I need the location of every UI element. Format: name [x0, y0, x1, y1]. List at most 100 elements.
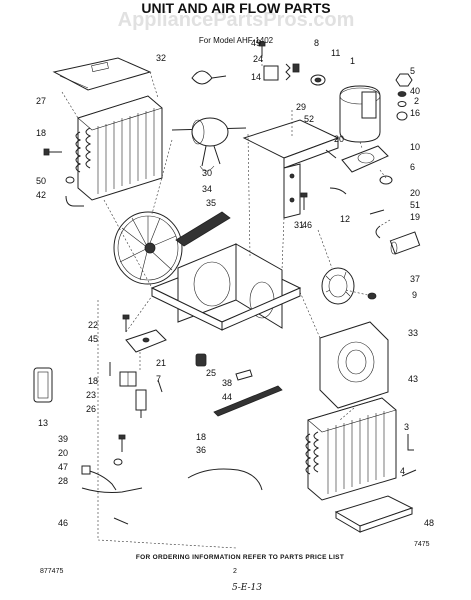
part-screw-18-left	[43, 148, 62, 156]
callout-1: 1	[350, 56, 355, 66]
drawing-number: 7475	[414, 541, 430, 548]
part-spring-24	[191, 70, 227, 85]
callout-12: 12	[340, 214, 350, 224]
callout-25: 25	[206, 368, 216, 378]
callout-27: 27	[36, 96, 46, 106]
callout-11: 11	[331, 48, 340, 58]
callout-46-lower: 46	[58, 518, 68, 528]
part-washer-20-lower	[113, 458, 123, 466]
callout-46-center: 46	[302, 220, 312, 230]
part-fan-blade	[113, 211, 183, 285]
callout-40: 40	[410, 86, 420, 96]
part-screw-4	[401, 469, 417, 477]
callout-23: 23	[86, 390, 96, 400]
callout-9: 9	[412, 290, 417, 300]
part-seal-strip	[175, 211, 231, 247]
part-spring-8	[285, 63, 300, 81]
part-block-14	[263, 65, 279, 81]
callout-8: 8	[314, 38, 319, 48]
page-number: 2	[233, 568, 237, 575]
callout-2: 2	[414, 96, 419, 106]
part-screw-46-center	[300, 192, 308, 210]
callout-31: 31	[294, 220, 304, 230]
part-hub-9	[367, 292, 377, 300]
callout-34: 34	[202, 184, 212, 194]
callout-18-left: 18	[36, 128, 46, 138]
part-fitting-11	[310, 74, 326, 86]
part-washer-40	[397, 91, 407, 97]
callout-35: 35	[206, 198, 216, 208]
part-screw-20-top	[325, 149, 337, 159]
callout-47: 47	[58, 462, 68, 472]
part-fan-motor	[171, 117, 247, 172]
part-capacitor-19	[389, 231, 421, 255]
callout-19: 19	[410, 212, 420, 222]
part-tube-12	[329, 187, 347, 195]
part-strap-51	[375, 225, 381, 239]
callout-3: 3	[404, 422, 409, 432]
callout-18-lower: 18	[88, 376, 98, 386]
callout-24: 24	[253, 54, 263, 64]
part-screw-20-right	[369, 209, 385, 215]
part-grommet-16	[396, 111, 408, 121]
callout-21: 21	[156, 358, 166, 368]
callout-20-lower: 20	[58, 448, 68, 458]
callout-5: 5	[410, 66, 415, 76]
part-clip-38	[235, 369, 253, 381]
part-nut-5	[395, 73, 413, 87]
part-grommet-6	[379, 175, 393, 185]
callout-44: 44	[222, 392, 232, 402]
part-clip-3	[407, 434, 414, 451]
part-top-cover	[52, 57, 152, 91]
part-screw-22	[122, 314, 130, 332]
callout-42: 42	[36, 190, 46, 200]
callout-13: 13	[38, 418, 48, 428]
callout-22: 22	[88, 320, 98, 330]
callout-20-right: 20	[410, 188, 420, 198]
callout-26: 26	[86, 404, 96, 414]
callout-7: 7	[156, 374, 161, 384]
callout-29: 29	[296, 102, 306, 112]
callout-49: 49	[251, 38, 261, 48]
callout-38: 38	[222, 378, 232, 388]
part-tube-42	[65, 195, 84, 207]
callout-4: 4	[400, 466, 405, 476]
part-compressor-can	[339, 85, 381, 143]
callout-48: 48	[424, 518, 434, 528]
callout-28: 28	[58, 476, 68, 486]
watermark: AppliancePartsPros.com	[118, 9, 355, 31]
callout-32: 32	[156, 53, 166, 63]
part-tube-36	[187, 468, 263, 491]
part-mount-plate	[341, 145, 389, 173]
callout-18-bottom: 18	[196, 432, 206, 442]
part-harness-28	[81, 487, 143, 493]
part-rod-44	[213, 385, 283, 417]
callout-labels: 49 8 11 24 14 1 5 40 2 16 32 27 18 50 42…	[36, 38, 434, 528]
part-condenser-coil	[75, 95, 163, 201]
part-shaft-26	[135, 389, 147, 418]
part-screw-39	[118, 434, 126, 452]
callout-16: 16	[410, 108, 420, 118]
callout-37: 37	[410, 274, 420, 284]
callout-50: 50	[36, 176, 46, 186]
callout-33: 33	[408, 328, 418, 338]
model-line: For Model AHF-1402	[199, 36, 274, 45]
callout-6: 6	[410, 162, 415, 172]
part-control-bracket	[242, 110, 340, 219]
document-number: 877475	[40, 568, 63, 575]
part-screw-46-lower	[113, 517, 129, 525]
part-drain-tray	[334, 495, 414, 533]
callout-10: 10	[410, 142, 420, 152]
callout-45: 45	[88, 334, 98, 344]
callout-51: 51	[410, 200, 420, 210]
callout-43: 43	[408, 374, 418, 384]
part-filter-13	[33, 367, 53, 403]
part-blower-wheel	[321, 267, 355, 305]
part-bracket-45	[125, 329, 167, 353]
callout-14: 14	[251, 72, 261, 82]
part-harness-47	[81, 465, 117, 491]
part-base-shroud	[150, 243, 302, 331]
callout-39: 39	[58, 434, 68, 444]
part-switch-23	[119, 371, 137, 387]
part-washer-2	[397, 101, 407, 107]
